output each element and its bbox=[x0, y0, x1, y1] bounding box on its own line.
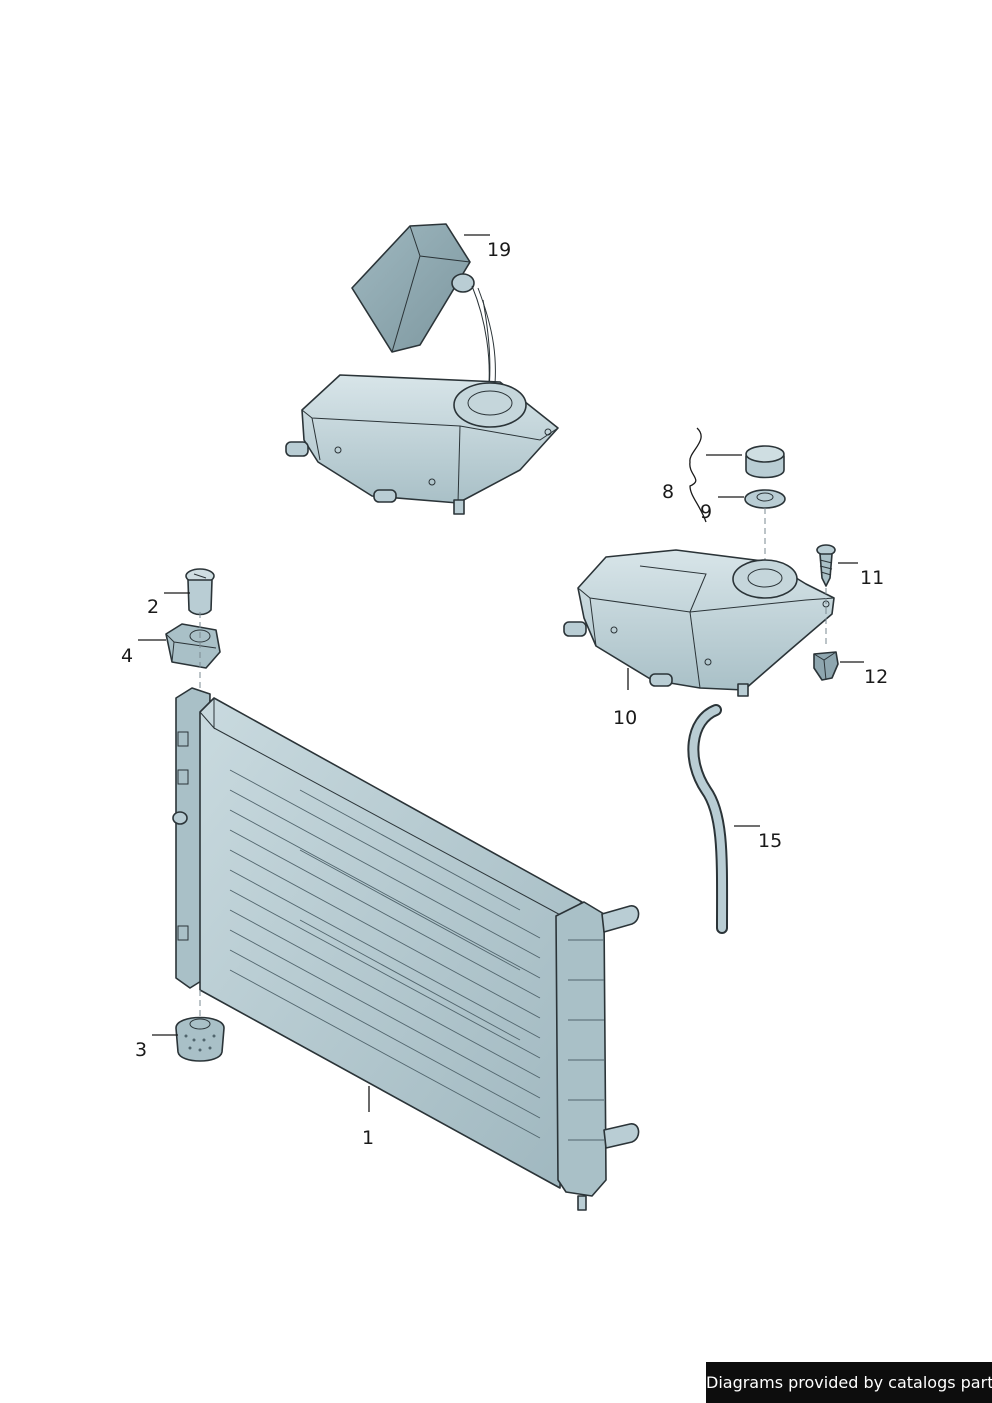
upper-mount-rubber-illustration bbox=[165, 623, 221, 669]
clip-nut-illustration bbox=[813, 651, 839, 681]
callout-2: 2 bbox=[147, 596, 159, 618]
credit-badge: Diagrams provided by catalogs parts bbox=[706, 1362, 992, 1403]
cap-illustration bbox=[745, 445, 785, 479]
callout-1: 1 bbox=[362, 1127, 374, 1149]
seal-ring-illustration bbox=[744, 489, 786, 509]
expansion-tank-illustration bbox=[563, 549, 835, 697]
screw-illustration bbox=[816, 544, 836, 587]
radiator-illustration bbox=[172, 687, 640, 1211]
callout-8: 8 bbox=[662, 481, 674, 503]
callout-10: 10 bbox=[613, 707, 637, 729]
callout-15: 15 bbox=[758, 830, 782, 852]
bracket-bolt-illustration bbox=[185, 568, 215, 616]
lower-mount-rubber-illustration bbox=[175, 1016, 225, 1062]
cap-assembly-brace bbox=[689, 427, 707, 523]
callout-9: 9 bbox=[700, 501, 712, 523]
hose-illustration bbox=[687, 704, 729, 934]
callout-4: 4 bbox=[121, 645, 133, 667]
old-expansion-tank-illustration bbox=[285, 374, 559, 515]
coolant-canister-illustration bbox=[351, 223, 496, 396]
callout-11: 11 bbox=[860, 567, 884, 589]
callout-19: 19 bbox=[487, 239, 511, 261]
callout-12: 12 bbox=[864, 666, 888, 688]
callout-3: 3 bbox=[135, 1039, 147, 1061]
